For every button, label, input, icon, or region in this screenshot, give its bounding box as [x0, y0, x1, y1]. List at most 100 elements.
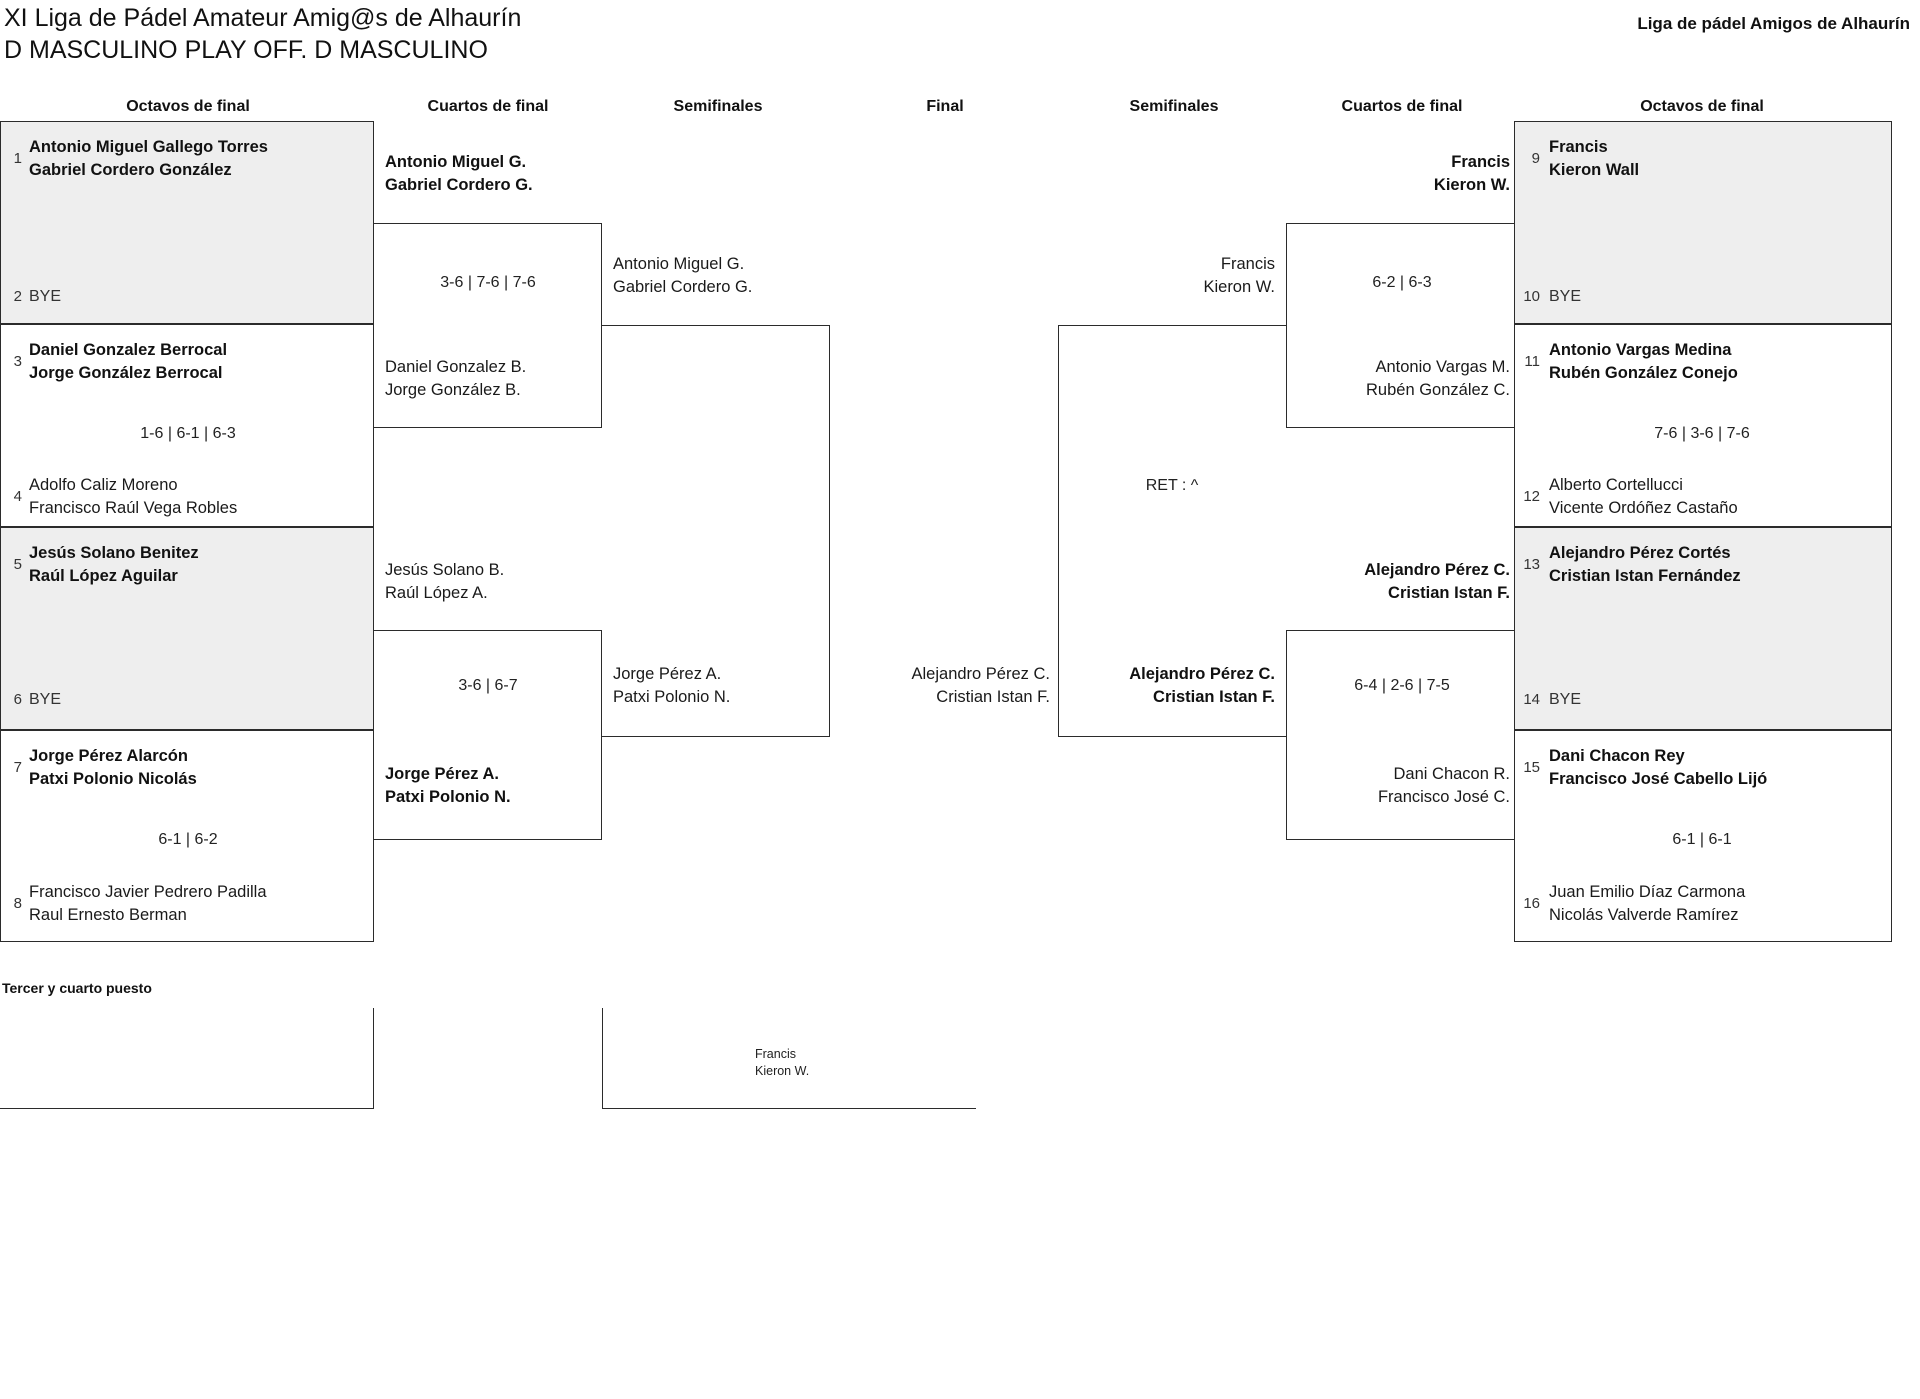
bye-label: BYE — [29, 691, 62, 708]
team-line-1: Dani Chacon R. — [1393, 765, 1510, 783]
team-line-2: Kieron W. — [1203, 278, 1275, 296]
team-line-2: Kieron W. — [1433, 176, 1510, 194]
match-box-left-r16-2[interactable] — [0, 324, 374, 527]
seed-number: 16 — [1523, 895, 1540, 912]
bye-label: BYE — [1549, 691, 1582, 708]
match-box-left-r16-1[interactable] — [0, 121, 374, 324]
match-box-left-qf-2[interactable] — [374, 630, 602, 840]
team-line-2: Raúl López Aguilar — [29, 567, 178, 585]
match-box-right-qf-2[interactable] — [1286, 630, 1514, 840]
match-score: 3-6 | 7-6 | 7-6 — [440, 274, 536, 291]
team-line-2: Nicolás Valverde Ramírez — [1549, 906, 1739, 924]
team-line-1: Alejandro Pérez Cortés — [1549, 544, 1731, 562]
team-line-1: Francisco Javier Pedrero Padilla — [29, 883, 267, 901]
match-box-left-r16-4[interactable] — [0, 730, 374, 942]
seed-number: 8 — [13, 895, 22, 912]
team-line-1: Antonio Miguel Gallego Torres — [29, 138, 268, 156]
team-line-2: Patxi Polonio N. — [613, 688, 731, 706]
team-line-1: Antonio Miguel G. — [613, 255, 745, 273]
match-score: 7-6 | 3-6 | 7-6 — [1654, 425, 1750, 442]
match-box-left-r16-3[interactable] — [0, 527, 374, 730]
third-place-winner-line-1: Francis — [755, 1047, 796, 1061]
team-line-1: Jorge Pérez A. — [385, 765, 500, 783]
round-label-final: Final — [926, 98, 964, 115]
third-place-winner-line-2: Kieron W. — [755, 1064, 810, 1078]
match-box-right-r16-4[interactable] — [1514, 730, 1892, 942]
third-place-box-right[interactable] — [602, 1008, 976, 1109]
match-box-right-r16-2[interactable] — [1514, 324, 1892, 527]
team-line-2: Gabriel Cordero G. — [385, 176, 533, 194]
seed-number: 4 — [13, 488, 22, 505]
seed-number: 15 — [1523, 759, 1540, 776]
match-score: 6-1 | 6-2 — [158, 831, 218, 848]
team-line-1: Adolfo Caliz Moreno — [29, 476, 178, 494]
team-line-2: Gabriel Cordero G. — [613, 278, 753, 296]
team-line-1: Daniel Gonzalez B. — [385, 358, 527, 376]
match-box-left-sf-1[interactable] — [602, 325, 830, 737]
seed-number: 12 — [1523, 488, 1540, 505]
match-score: 3-6 | 6-7 — [458, 677, 518, 694]
team-line-1: Daniel Gonzalez Berrocal — [29, 341, 228, 359]
team-line-1: Alberto Cortellucci — [1549, 476, 1683, 494]
finalist-line-1: Alejandro Pérez C. — [911, 665, 1051, 683]
seed-number: 3 — [13, 353, 22, 370]
team-line-2: Raúl López A. — [385, 584, 488, 602]
round-label-right-sf: Semifinales — [1129, 98, 1219, 115]
tournament-title: XI Liga de Pádel Amateur Amig@s de Alhau… — [4, 4, 522, 32]
final-retire-note: RET : ^ — [1145, 477, 1199, 494]
team-line-2: Patxi Polonio Nicolás — [29, 770, 197, 788]
seed-number: 6 — [13, 691, 22, 708]
team-line-2: Vicente Ordóñez Castaño — [1549, 499, 1738, 517]
team-line-2: Francisco Raúl Vega Robles — [29, 499, 238, 517]
team-line-1: Antonio Vargas Medina — [1549, 341, 1732, 359]
champion-line-1: Alejandro Pérez C. — [1129, 665, 1275, 683]
match-score: 6-1 | 6-1 — [1672, 831, 1732, 848]
team-line-2: Kieron Wall — [1549, 161, 1640, 179]
team-line-1: Antonio Miguel G. — [385, 153, 527, 171]
seed-number: 13 — [1523, 556, 1540, 573]
team-line-1: Francis — [1220, 255, 1275, 273]
team-line-2: Francisco José Cabello Lijó — [1549, 770, 1768, 788]
seed-number: 11 — [1524, 353, 1540, 370]
team-line-2: Patxi Polonio N. — [385, 788, 511, 806]
team-line-2: Jorge González B. — [385, 381, 521, 399]
team-line-1: Jesús Solano B. — [385, 561, 505, 579]
round-label-left-qf: Cuartos de final — [427, 98, 549, 115]
team-line-2: Rubén González C. — [1366, 381, 1510, 399]
match-box-right-r16-3[interactable] — [1514, 527, 1892, 730]
match-box-right-qf-1[interactable] — [1286, 223, 1514, 428]
team-line-1: Jorge Pérez Alarcón — [29, 747, 188, 765]
third-place-box-left[interactable] — [0, 1008, 374, 1109]
team-line-1: Jesús Solano Benitez — [29, 544, 199, 562]
round-label-right-r16: Octavos de final — [1640, 98, 1764, 115]
seed-number: 7 — [13, 759, 22, 776]
team-line-2: Cristian Istan F. — [1388, 584, 1510, 602]
match-score: 6-4 | 2-6 | 7-5 — [1354, 677, 1450, 694]
seed-number: 14 — [1523, 691, 1540, 708]
team-line-2: Raul Ernesto Berman — [29, 906, 187, 924]
team-line-1: Jorge Pérez A. — [613, 665, 722, 683]
bye-label: BYE — [29, 288, 62, 305]
match-box-right-sf-1[interactable] — [1058, 325, 1286, 737]
finalist-line-2: Cristian Istan F. — [936, 688, 1050, 706]
seed-number: 5 — [13, 556, 22, 573]
team-line-2: Rubén González Conejo — [1549, 364, 1738, 382]
seed-number: 1 — [13, 150, 22, 167]
match-box-right-r16-1[interactable] — [1514, 121, 1892, 324]
seed-number: 10 — [1523, 288, 1540, 305]
team-line-1: Alejandro Pérez C. — [1364, 561, 1510, 579]
match-score: 6-2 | 6-3 — [1372, 274, 1432, 291]
category-title: D MASCULINO PLAY OFF. D MASCULINO — [4, 36, 488, 64]
bye-label: BYE — [1549, 288, 1582, 305]
team-line-1: Juan Emilio Díaz Carmona — [1549, 883, 1746, 901]
match-box-left-qf-1[interactable] — [374, 223, 602, 428]
page-title: XI Liga de Pádel Amateur Amig@s de Alhau… — [4, 2, 521, 66]
seed-number: 9 — [1531, 150, 1540, 167]
league-brand: Liga de pádel Amigos de Alhaurín — [1637, 14, 1910, 33]
team-line-2: Jorge González Berrocal — [29, 364, 223, 382]
round-label-left-r16: Octavos de final — [126, 98, 250, 115]
team-line-2: Francisco José C. — [1377, 788, 1510, 806]
team-line-1: Francis — [1451, 153, 1510, 171]
round-label-right-qf: Cuartos de final — [1341, 98, 1463, 115]
